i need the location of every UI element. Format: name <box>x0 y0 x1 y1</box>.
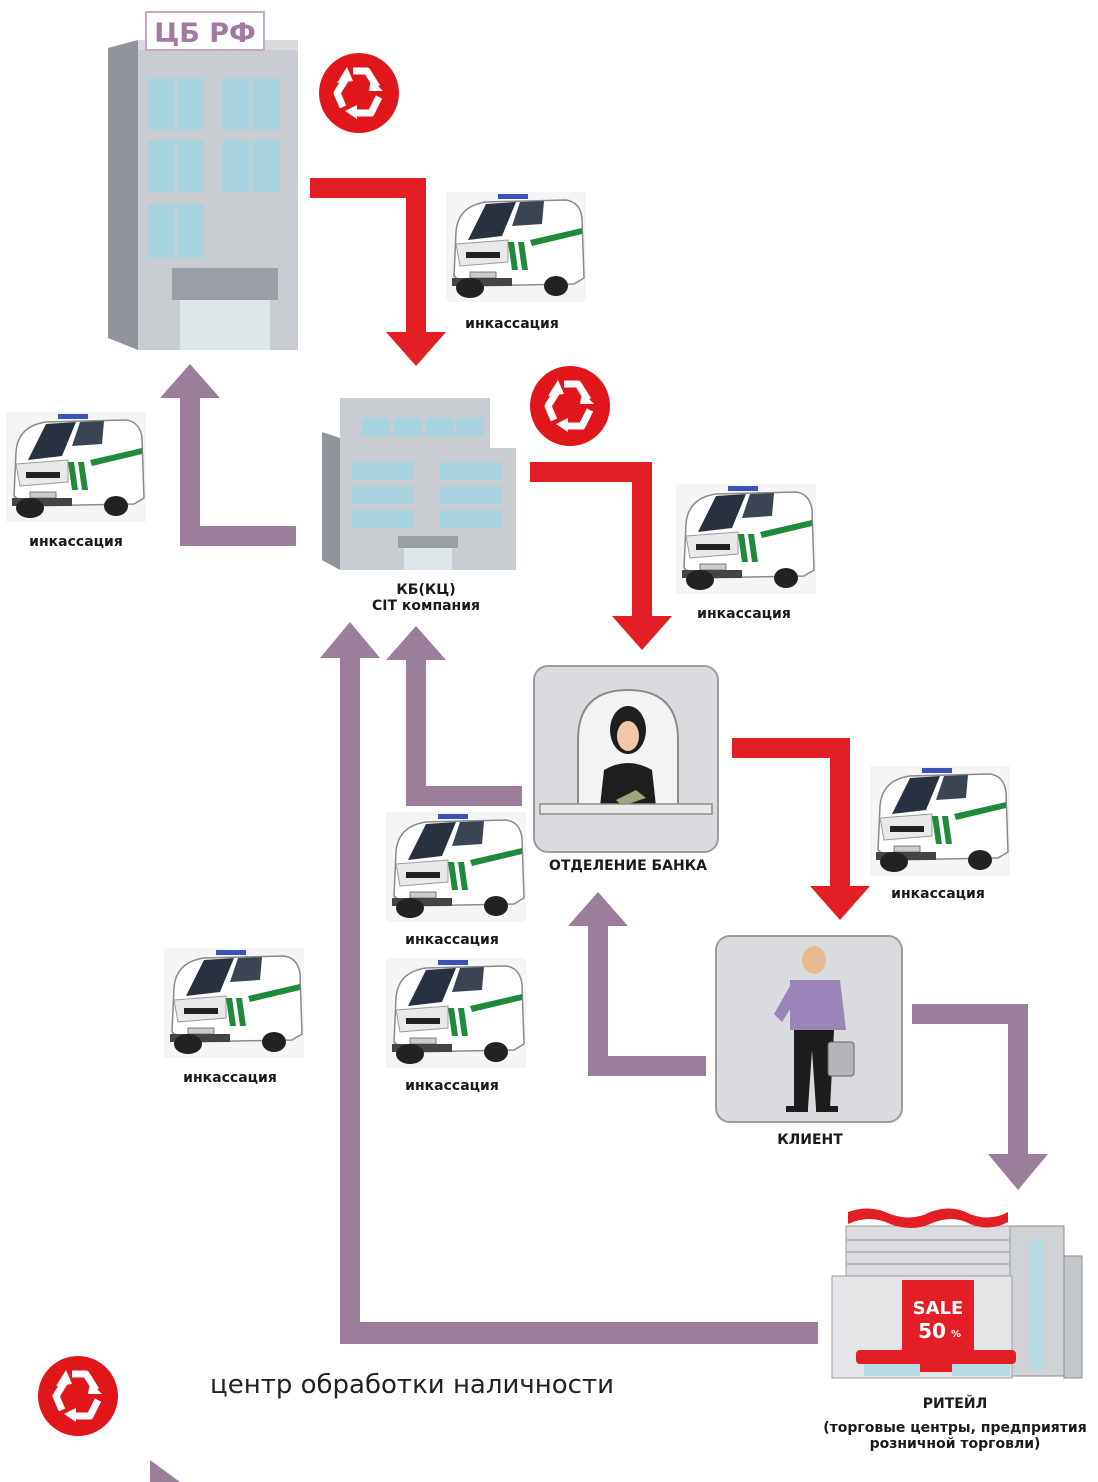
van-icon <box>163 947 305 1059</box>
client-label: КЛИЕНТ <box>777 1132 843 1148</box>
sale-sign: SALE <box>913 1298 964 1319</box>
van-icon <box>5 411 147 523</box>
recycle-icon <box>319 53 399 133</box>
store-icon: SALE 50 % <box>831 1208 1083 1379</box>
commercial-bank-label: КБ(КЦ) CIT компания <box>346 582 506 614</box>
branch-label: ОТДЕЛЕНИЕ БАНКА <box>548 858 708 874</box>
recycle-icon <box>38 1356 118 1436</box>
retail-subtitle-1: (торговые центры, предприятия <box>823 1420 1087 1436</box>
van-label: инкассация <box>697 606 791 622</box>
van-label: инкассация <box>29 534 123 550</box>
van-icon <box>385 957 527 1069</box>
teller-icon <box>533 665 719 853</box>
client-icon <box>715 935 903 1123</box>
building-icon <box>322 398 516 570</box>
commercial-bank-label-line1: КБ(КЦ) <box>396 582 456 598</box>
recycle-icon <box>530 366 610 446</box>
van-icon <box>385 811 527 923</box>
retail-subtitle-2: розничной торговли) <box>869 1436 1041 1452</box>
sale-percent: 50 <box>918 1319 946 1343</box>
central-bank-sign: ЦБ РФ <box>154 18 256 49</box>
van-icon <box>445 191 587 303</box>
retail-title: РИТЕЙЛ <box>922 1396 988 1412</box>
sale-percent-sign: % <box>951 1329 961 1340</box>
van-icon <box>675 483 817 595</box>
commercial-bank-label-line2: CIT компания <box>371 598 481 614</box>
legend-cash-center-label: центр обработки наличности <box>210 1370 614 1400</box>
van-label: инкассация <box>405 1078 499 1094</box>
van-label: инкассация <box>465 316 559 332</box>
van-label: инкассация <box>183 1070 277 1086</box>
van-label: инкассация <box>891 886 985 902</box>
building-icon: ЦБ РФ <box>108 11 298 350</box>
van-label: инкассация <box>405 932 499 948</box>
retail-label: РИТЕЙЛ (торговые центры, предприятия роз… <box>820 1396 1090 1452</box>
van-icon <box>869 765 1011 877</box>
